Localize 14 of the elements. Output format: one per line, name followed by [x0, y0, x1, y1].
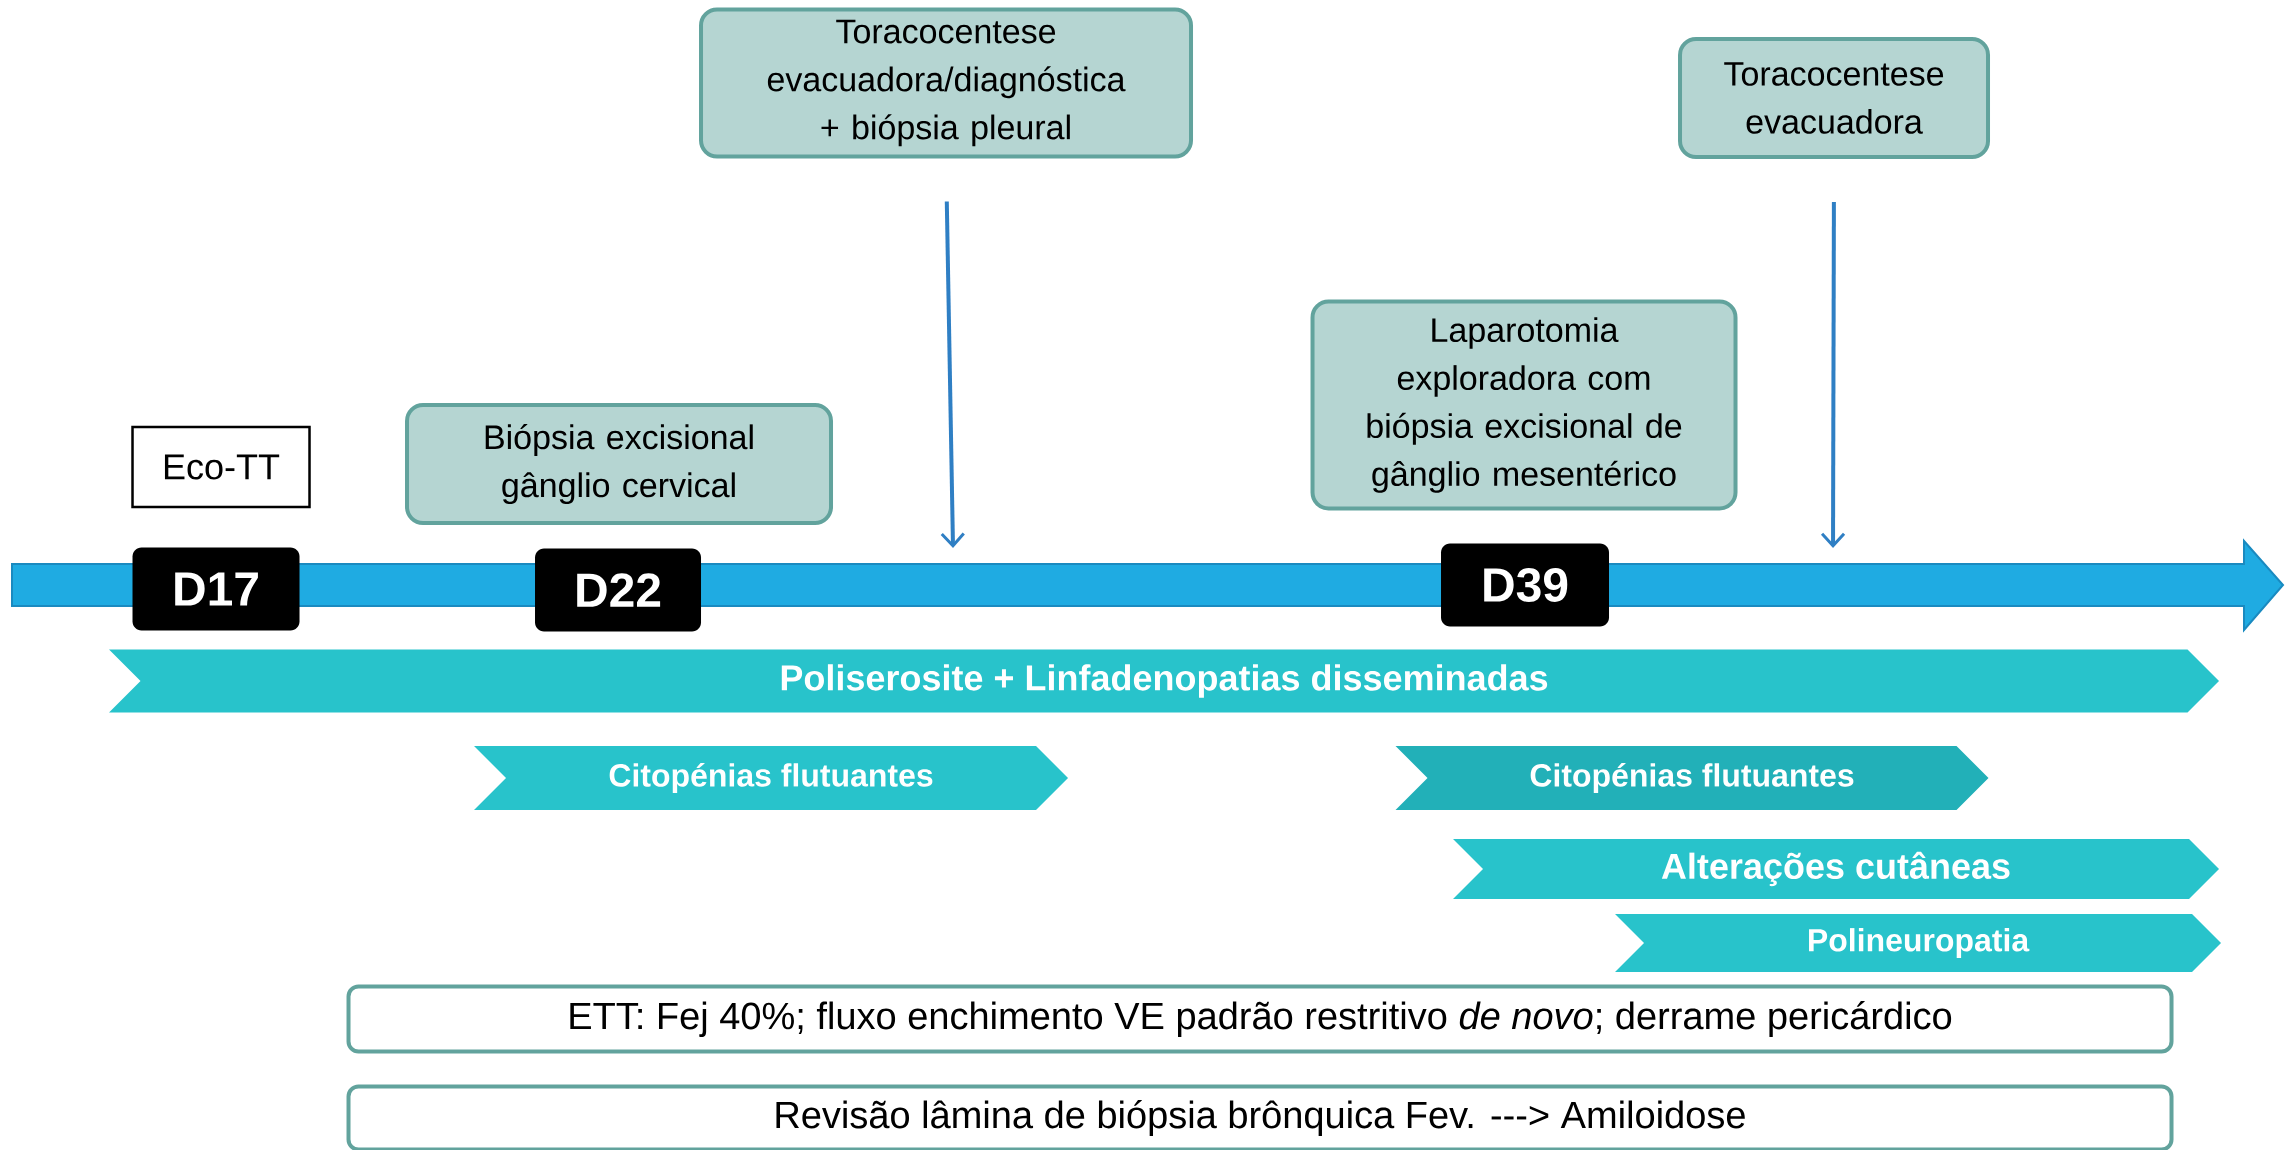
- period-band: Poliserosite + Linfadenopatias disseminadas: [109, 649, 2219, 713]
- finding-box: ETT: Fej 40%; fluxo enchimento VE padrão restritivo de novo; derrame pericárdico: [346, 984, 2174, 1054]
- period-band: Citopénias flutuantes: [1395, 746, 1989, 810]
- procedure-box: Biópsia excisional gânglio cervical: [405, 403, 833, 525]
- procedure-box: Toracocentese evacuadora/diagnóstica + biópsia pleural: [699, 7, 1193, 159]
- procedure-box: Laparotomia exploradora com biópsia excisional de gânglio mesentérico: [1310, 299, 1738, 511]
- period-band: Alterações cutâneas: [1453, 839, 2219, 899]
- period-band: Polineuropatia: [1615, 914, 2221, 972]
- arrow: [1820, 202, 1846, 548]
- procedure-box: Toracocentese evacuadora: [1678, 37, 1990, 159]
- arrow: [940, 201, 965, 548]
- exam-box: Eco-TT: [131, 425, 311, 509]
- period-band: Citopénias flutuantes: [474, 746, 1068, 810]
- finding-box: Revisão lâmina de biópsia brônquica Fev. ---> Amiloidose: [346, 1084, 2174, 1150]
